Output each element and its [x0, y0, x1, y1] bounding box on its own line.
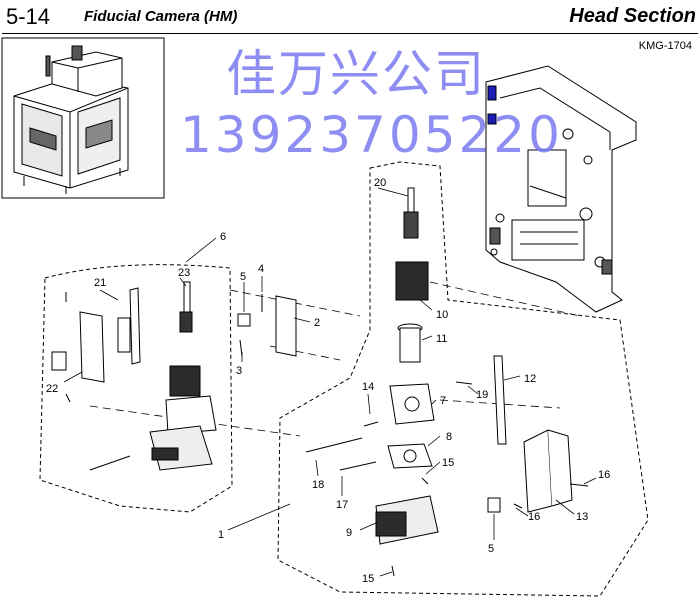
group-1-region	[277, 161, 649, 597]
part-8-plate	[387, 443, 433, 469]
label-part-16a: 16	[598, 469, 610, 481]
label-part-14: 14	[362, 381, 374, 393]
part-12-bar	[493, 355, 507, 445]
leader-lines	[63, 187, 597, 577]
machine-thumbnail	[1, 37, 165, 199]
group-6-region	[39, 264, 233, 513]
label-part-20: 20	[374, 177, 386, 189]
label-part-3: 3	[236, 365, 242, 377]
part-2-bracket	[275, 295, 297, 357]
part-23-camera	[165, 281, 217, 435]
label-part-7: 7	[440, 395, 446, 407]
part-5-label	[237, 313, 251, 327]
label-part-15a: 15	[442, 457, 454, 469]
label-part-23: 23	[178, 267, 190, 279]
page-number: 5-14	[6, 4, 51, 29]
part-9-block	[375, 495, 439, 545]
label-part-5b: 5	[488, 543, 494, 555]
page-title: Fiducial Camera (HM)	[84, 8, 238, 25]
label-part-13: 13	[576, 511, 588, 523]
label-part-10: 10	[436, 309, 448, 321]
watermark-phone: 13923705220	[180, 106, 563, 164]
header-rule	[2, 33, 698, 34]
part-21-bracket	[117, 287, 141, 365]
head-frame	[485, 65, 637, 313]
label-part-17: 17	[336, 499, 348, 511]
screws	[65, 292, 589, 577]
label-part-2: 2	[314, 317, 320, 329]
part-7-housing	[389, 383, 435, 425]
label-part-5: 5	[240, 271, 246, 283]
part-22-plate	[51, 311, 105, 383]
label-part-19: 19	[476, 389, 488, 401]
label-part-16b: 16	[528, 511, 540, 523]
label-part-11: 11	[436, 333, 447, 345]
label-part-22: 22	[46, 383, 58, 395]
label-part-12: 12	[524, 373, 536, 385]
part-20-camera	[403, 187, 419, 239]
label-part-8: 8	[446, 431, 452, 443]
label-part-15b: 15	[362, 573, 374, 585]
part-11-tube	[397, 323, 423, 363]
label-part-18: 18	[312, 479, 324, 491]
drawing-code: KMG-1704	[638, 40, 692, 52]
watermark-company: 佳万兴公司	[226, 45, 486, 103]
part-5b-label	[487, 497, 501, 513]
label-part-4: 4	[258, 263, 264, 275]
label-part-1: 1	[218, 529, 224, 541]
label-part-21: 21	[94, 277, 106, 289]
section-title: Head Section	[569, 5, 696, 27]
part-10-lens	[395, 261, 429, 301]
label-part-6: 6	[220, 231, 226, 243]
part-13-bracket	[523, 429, 573, 513]
label-part-9: 9	[346, 527, 352, 539]
camera-block-left	[149, 425, 213, 471]
